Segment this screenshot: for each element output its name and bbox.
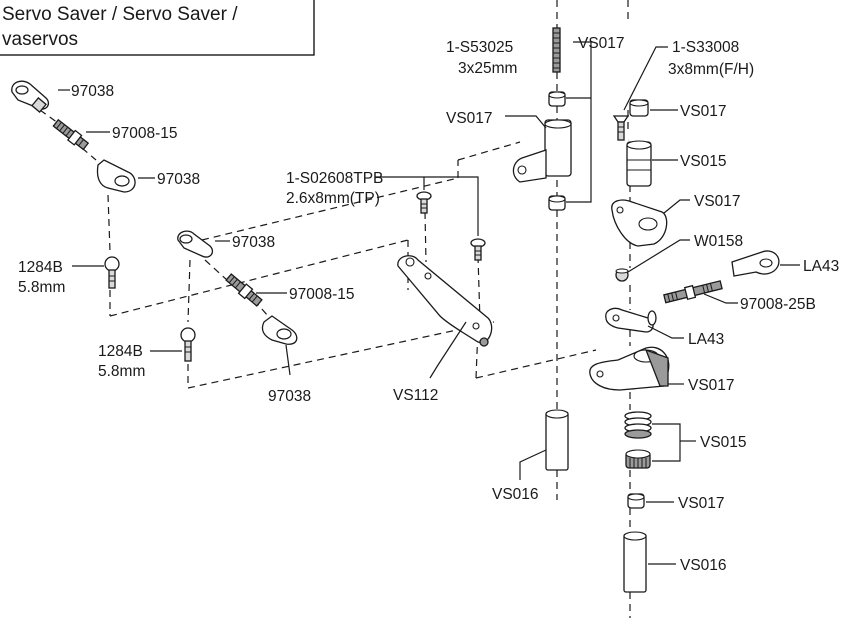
horn-vs017-part (611, 199, 668, 247)
label-ball-stud-center-size: 5.8mm (98, 363, 145, 380)
screw-tp-left-part (416, 191, 432, 214)
bushing-top-part (548, 91, 566, 107)
nut-vs015-part (625, 449, 651, 469)
rod-end-center-top-part (177, 230, 214, 258)
label-vs017-saver: VS017 (688, 377, 735, 394)
screw-long-part (552, 27, 561, 73)
title-line-2: vaservos (2, 29, 78, 50)
turnbuckle-left-part (52, 118, 90, 151)
ball-stud-center-part (180, 327, 196, 362)
label-screw-fh-size: 3x8mm(F/H) (668, 61, 754, 78)
sleeve-vs015-part (626, 140, 652, 187)
label-vs017-horn: VS017 (694, 193, 741, 210)
label-vs015-sleeve: VS015 (680, 153, 727, 170)
collar-vs017-part (629, 99, 649, 117)
screw-tp-right-part (470, 238, 486, 261)
label-screw-tp-size: 2.6x8mm(TP) (286, 190, 380, 207)
rod-end-la43-bottom-part (605, 307, 657, 333)
label-rod-end-center-bottom: 97038 (268, 388, 311, 405)
label-rod-end-center-top: 97038 (232, 234, 275, 251)
label-screw-tp: 1-S02608TPB (286, 170, 383, 187)
ball-stud-left-part (104, 256, 120, 289)
label-screw-long-size: 3x25mm (458, 60, 517, 77)
label-post-left: VS016 (492, 486, 539, 503)
assembly-guide-lines (39, 0, 631, 618)
spring-vs015-part (624, 411, 652, 439)
label-vs017-bottom: VS017 (678, 495, 725, 512)
saver-vs017-part (589, 346, 670, 391)
label-screw-fh: 1-S33008 (672, 39, 739, 56)
turnbuckle-right-part (663, 280, 723, 304)
post-right-part (623, 531, 647, 593)
label-vs017-top: VS017 (578, 35, 625, 52)
rod-end-left-mid-part (96, 159, 136, 193)
label-ball-w0158: W0158 (694, 233, 743, 250)
title-box: Servo Saver / Servo Saver / vaservos (0, 0, 315, 56)
label-turnbuckle-center: 97008-15 (289, 286, 355, 303)
label-screw-long: 1-S53025 (446, 39, 513, 56)
rod-end-center-bottom-part (261, 315, 298, 345)
label-rod-end-top: 97038 (71, 83, 114, 100)
label-vs015-spring: VS015 (700, 434, 747, 451)
label-rod-end-left-mid: 97038 (157, 171, 200, 188)
drag-link-part (397, 255, 493, 347)
label-turnbuckle-right: 97008-25B (740, 296, 816, 313)
title-line-1: Servo Saver / Servo Saver / (2, 4, 238, 25)
label-ball-stud-left-size: 5.8mm (18, 279, 65, 296)
label-turnbuckle-left: 97008-15 (112, 125, 178, 142)
label-vs017-collar: VS017 (680, 103, 727, 120)
screw-fh-part (612, 115, 630, 141)
rod-end-top-part (11, 80, 50, 113)
ball-w0158-part (615, 268, 629, 282)
collar-bottom-part (627, 493, 645, 509)
label-post-right: VS016 (680, 557, 727, 574)
idler-arm-part (512, 119, 572, 183)
label-ball-stud-center: 1284B (98, 343, 143, 360)
label-vs017-arm: VS017 (446, 110, 493, 127)
label-drag-link: VS112 (393, 387, 438, 404)
label-la43-top: LA43 (803, 258, 839, 275)
post-left-part (545, 409, 569, 471)
bushing-lower-part (548, 195, 566, 211)
label-ball-stud-left: 1284B (18, 259, 63, 276)
label-la43-bottom: LA43 (688, 331, 724, 348)
turnbuckle-center-part (225, 273, 263, 307)
rod-end-la43-top-part (731, 250, 780, 277)
